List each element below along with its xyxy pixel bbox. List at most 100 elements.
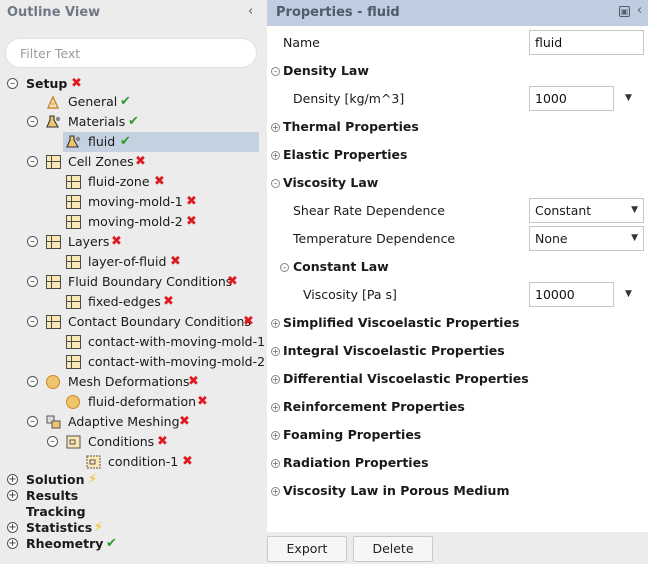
chevron-left-icon[interactable]: ‹ [248,4,254,19]
expand-toggle-icon[interactable]: + [7,474,18,485]
tree-item-tracking[interactable]: Tracking [0,502,264,522]
shear-rate-select[interactable]: Constant ▼ [529,198,644,223]
section-foaming[interactable]: + Foaming Properties [267,424,648,446]
tree-item-results[interactable]: + Results [0,486,264,506]
tree-item-fixed-edges[interactable]: fixed-edges ✖ [0,292,264,312]
chevron-down-icon[interactable]: ▼ [625,289,632,299]
checkmark-icon: ✔ [120,94,131,109]
filter-input[interactable] [20,45,245,62]
tree-item-layer-of-fluid[interactable]: layer-of-fluid ✖ [0,252,264,272]
expand-toggle-icon[interactable]: + [271,403,280,412]
section-viscosity-porous[interactable]: + Viscosity Law in Porous Medium [267,480,648,502]
error-icon: ✖ [157,434,168,449]
grid-icon [66,255,81,269]
name-input[interactable] [529,30,644,55]
tree-item-moving-mold-2[interactable]: moving-mold-2 ✖ [0,212,264,232]
tree-item-fluid[interactable]: fluid ✔ [0,132,264,152]
tree-item-mesh-deformations[interactable]: – Mesh Deformations ✖ [0,372,264,392]
tree-item-fluid-zone[interactable]: fluid-zone ✖ [0,172,264,192]
temperature-dependence-row: Temperature Dependence [267,228,648,250]
expand-toggle-icon[interactable]: + [271,319,280,328]
error-icon: ✖ [170,254,181,269]
section-density-law[interactable]: – Density Law [267,60,648,82]
collapse-toggle-icon[interactable]: – [271,67,280,76]
properties-panel: Properties - fluid ▣ ‹ Name – Density La… [267,0,648,564]
grid-icon [66,295,81,309]
section-simplified-viscoelastic[interactable]: + Simplified Viscoelastic Properties [267,312,648,334]
tree-item-label: contact-with-moving-mold-2 [88,354,266,369]
section-viscosity-law[interactable]: – Viscosity Law [267,172,648,194]
tree-item-contact-with-moving-mold-2[interactable]: contact-with-moving-mold-2 [0,352,266,372]
expand-toggle-icon[interactable]: + [271,459,280,468]
section-thermal-properties[interactable]: + Thermal Properties [267,116,648,138]
error-icon: ✖ [243,314,254,329]
tree-item-label: Mesh Deformations [68,374,190,389]
delete-button[interactable]: Delete [353,536,433,562]
tree-item-moving-mold-1[interactable]: moving-mold-1 ✖ [0,192,264,212]
expand-toggle-icon[interactable]: + [7,490,18,501]
collapse-toggle-icon[interactable]: – [271,179,280,188]
tree-item-rheometry[interactable]: + Rheometry ✔ [0,534,264,554]
tree-item-general[interactable]: General ✔ [0,92,264,112]
expand-toggle-icon[interactable]: + [271,375,280,384]
collapse-toggle-icon[interactable]: – [7,78,18,89]
expand-toggle-icon[interactable]: + [271,123,280,132]
detach-icon[interactable]: ▣ [619,6,630,17]
tree-item-contact-boundary-conditions[interactable]: – Contact Boundary Conditions ✖ [0,312,264,332]
chevron-down-icon[interactable]: ▼ [625,93,632,103]
outline-view-title: Outline View [7,5,101,20]
temperature-dependence-select[interactable]: None ▼ [529,226,644,251]
collapse-toggle-icon[interactable]: – [27,276,38,287]
viscosity-input[interactable] [529,282,614,307]
tree-item-label: Tracking [26,504,86,519]
tree-item-conditions[interactable]: – Conditions ✖ [0,432,264,452]
tree-item-condition-1[interactable]: condition-1 ✖ [0,452,264,472]
collapse-toggle-icon[interactable]: – [27,156,38,167]
shear-rate-label: Shear Rate Dependence [293,203,445,218]
expand-toggle-icon[interactable]: + [271,151,280,160]
mesh-deformation-icon [46,375,60,389]
error-icon: ✖ [188,374,199,389]
section-title: Radiation Properties [283,455,429,470]
section-title: Elastic Properties [283,147,408,162]
properties-header: Properties - fluid ▣ ‹ [267,0,648,26]
tree-item-fluid-deformation[interactable]: fluid-deformation ✖ [0,392,264,412]
tree-item-adaptive-meshing[interactable]: – Adaptive Meshing ✖ [0,412,264,432]
error-icon: ✖ [197,394,208,409]
collapse-toggle-icon[interactable]: – [27,316,38,327]
section-title: Foaming Properties [283,427,422,442]
viscosity-label: Viscosity [Pa s] [303,287,397,302]
expand-toggle-icon[interactable]: + [271,347,280,356]
density-input[interactable] [529,86,614,111]
collapse-toggle-icon[interactable]: – [280,263,289,272]
tree-item-fluid-boundary-conditions[interactable]: – Fluid Boundary Conditions ✖ [0,272,264,292]
tree-item-label: condition-1 [108,454,179,469]
tree-item-contact-with-moving-mold-1[interactable]: contact-with-moving-mold-1 [0,332,265,352]
tree-item-statistics[interactable]: + Statistics ⚡ [0,518,264,538]
section-elastic-properties[interactable]: + Elastic Properties [267,144,648,166]
expand-toggle-icon[interactable]: + [7,538,18,549]
tree-item-solution[interactable]: + Solution ⚡ [0,470,264,490]
collapse-toggle-icon[interactable]: – [27,116,38,127]
section-constant-law[interactable]: – Constant Law [267,256,648,278]
section-title: Simplified Viscoelastic Properties [283,315,520,330]
collapse-toggle-icon[interactable]: – [27,376,38,387]
expand-toggle-icon[interactable]: + [271,487,280,496]
tree-item-setup[interactable]: – Setup ✖ [0,74,264,94]
section-integral-viscoelastic[interactable]: + Integral Viscoelastic Properties [267,340,648,362]
expand-toggle-icon[interactable]: + [7,522,18,533]
condition-icon [86,455,101,469]
tree-item-materials[interactable]: – Materials ✔ [0,112,264,132]
material-icon [66,135,81,149]
section-differential-viscoelastic[interactable]: + Differential Viscoelastic Properties [267,368,648,390]
chevron-left-icon[interactable]: ‹ [636,3,643,18]
section-reinforcement[interactable]: + Reinforcement Properties [267,396,648,418]
tree-item-cell-zones[interactable]: – Cell Zones ✖ [0,152,264,172]
tree-item-layers[interactable]: – Layers ✖ [0,232,264,252]
section-radiation[interactable]: + Radiation Properties [267,452,648,474]
export-button[interactable]: Export [267,536,347,562]
expand-toggle-icon[interactable]: + [271,431,280,440]
collapse-toggle-icon[interactable]: – [27,236,38,247]
collapse-toggle-icon[interactable]: – [47,436,58,447]
collapse-toggle-icon[interactable]: – [27,416,38,427]
